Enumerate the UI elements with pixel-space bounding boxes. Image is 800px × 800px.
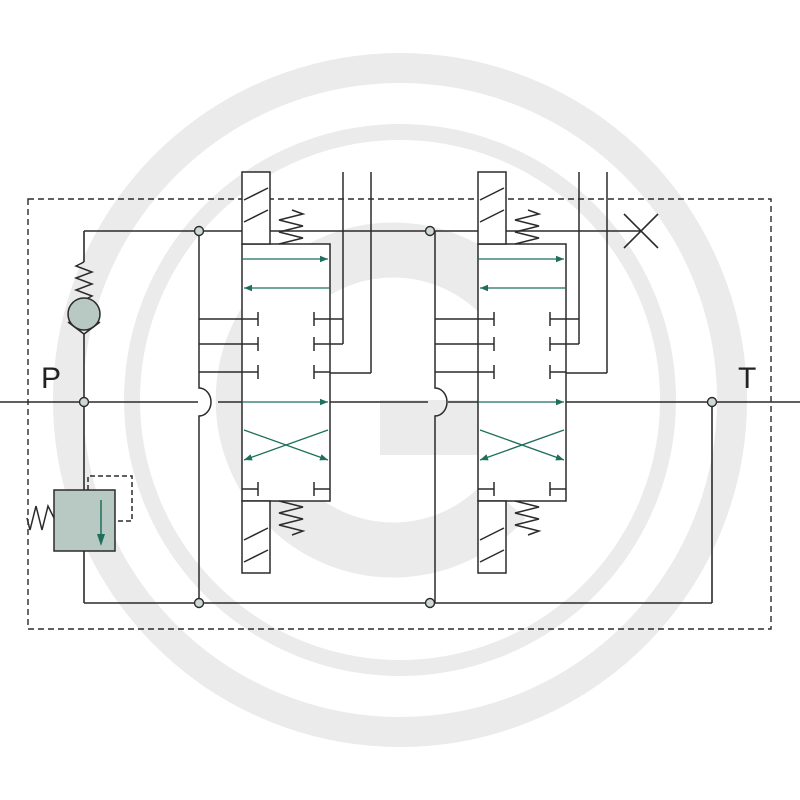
valve-block-boundary <box>27 198 772 630</box>
spring-icon <box>278 209 306 245</box>
spring-icon <box>278 500 306 536</box>
check-ball <box>67 297 101 331</box>
control-valve-section <box>198 171 372 603</box>
spring-icon <box>514 500 542 536</box>
port-label-t: T <box>738 362 757 395</box>
junction-node <box>193 225 205 237</box>
watermark-logo <box>53 53 747 747</box>
port-label-p: P <box>41 362 62 395</box>
blocked-port-icon <box>623 213 659 249</box>
junction-node <box>193 597 205 609</box>
junction-node <box>424 225 436 237</box>
relief-valve <box>26 475 133 552</box>
check-valve <box>67 261 101 335</box>
control-valve-section <box>434 171 608 603</box>
spring-icon <box>73 261 95 301</box>
spring-icon <box>26 503 55 531</box>
junction-node <box>78 396 90 408</box>
junction-node <box>706 396 718 408</box>
junction-node <box>424 597 436 609</box>
spring-icon <box>514 209 542 245</box>
